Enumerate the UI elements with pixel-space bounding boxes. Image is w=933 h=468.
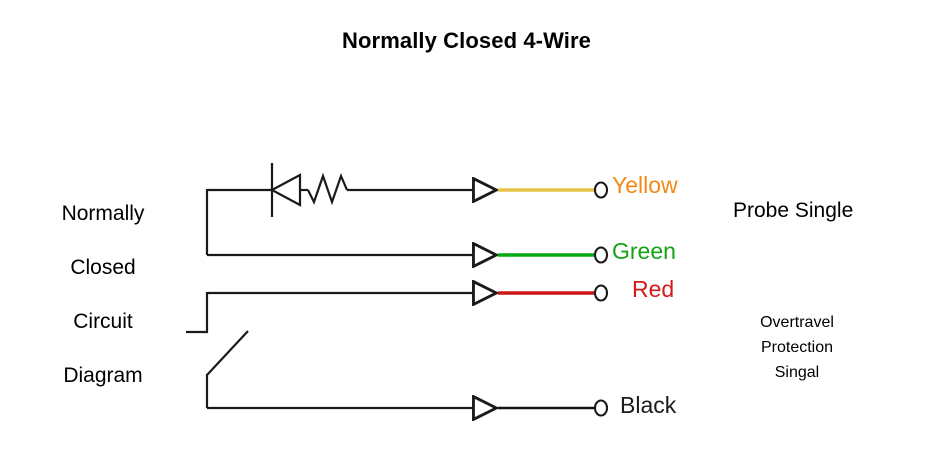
overtravel-caption-line-3: Singal [774, 364, 820, 381]
wire-label-black: Black [620, 392, 677, 418]
terminal-circle-yellow [593, 181, 609, 199]
terminal-circle-red [593, 284, 609, 302]
terminal-circle-black [593, 399, 609, 417]
diode-symbol [269, 173, 302, 207]
left-caption-line-4: Diagram [63, 364, 143, 387]
resistor-symbol [307, 172, 349, 206]
overtravel-caption-line-1: Overtravel [760, 314, 834, 331]
terminal-circle-green [593, 246, 609, 264]
left-caption-line-2: Closed [70, 256, 136, 279]
wire-label-yellow: Yellow [612, 172, 678, 198]
left-caption-line-3: Circuit [73, 310, 133, 333]
left-caption-line-1: Normally [61, 202, 145, 225]
wire-label-green: Green [612, 238, 676, 264]
overtravel-caption-line-2: Protection [760, 339, 834, 356]
wire-label-red: Red [632, 276, 675, 302]
page-title: Normally Closed 4-Wire [342, 28, 591, 53]
wire-red-to-switch-contact [186, 292, 209, 334]
probe-signal-caption: Probe Single [733, 199, 854, 222]
normally-closed-switch-blade [206, 330, 249, 376]
